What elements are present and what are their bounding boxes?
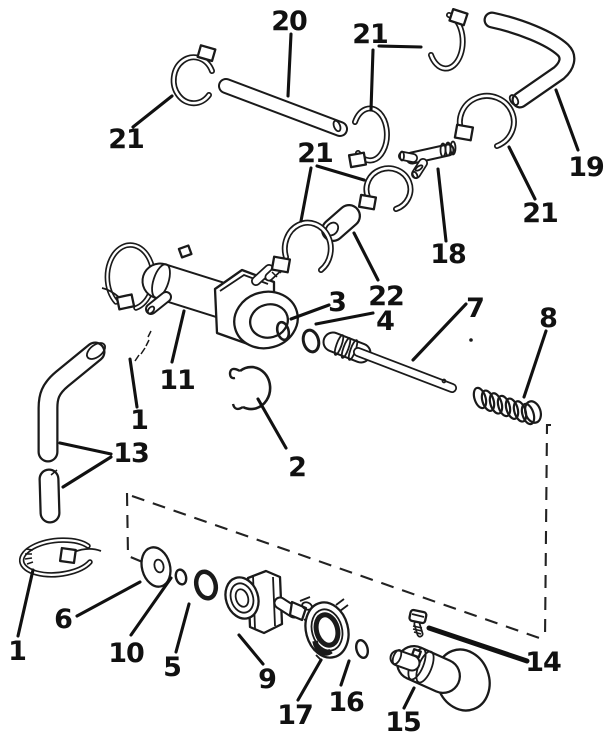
part-21-clamp-b [347, 105, 390, 169]
leader-line-part-14 [426, 625, 530, 664]
part-number-label-21: 21 [108, 124, 144, 155]
part-number-label-5: 5 [163, 652, 181, 683]
leader-line-part-13 [58, 441, 113, 456]
leader-line-part-15 [402, 686, 416, 710]
part-5-o-ring [193, 569, 219, 601]
part-17-seal-ring [304, 598, 350, 662]
leader-line-part-1 [128, 357, 139, 409]
part-number-label-9: 9 [258, 664, 276, 695]
part-number-label-1: 1 [130, 405, 148, 436]
part-13-hose-elbow [37, 341, 106, 463]
part-number-label-18: 18 [430, 239, 466, 270]
part-20-hose [218, 78, 348, 137]
part-number-label-6: 6 [54, 604, 72, 635]
part-number-label-7: 7 [466, 293, 484, 324]
part-19-hose [483, 11, 576, 109]
part-7-plunger [322, 331, 457, 393]
leader-line-part-16 [339, 659, 351, 687]
leader-line-part-5 [174, 602, 191, 654]
leader-line-part-19 [554, 88, 580, 152]
part-1-tie-strap-lower [18, 537, 102, 578]
part-number-label-17: 17 [277, 700, 313, 731]
part-3-o-ring [275, 320, 291, 342]
part-number-label-2: 2 [288, 452, 306, 483]
part-14-screw [408, 608, 428, 638]
part-number-label-21: 21 [522, 198, 558, 229]
part-1-tie-strap-upper [101, 242, 157, 362]
part-9-check-valve [224, 569, 314, 635]
leader-line-part-21 [369, 48, 375, 112]
part-number-label-22: 22 [368, 281, 404, 312]
part-21-clamp-a [170, 44, 217, 107]
leader-line-part-22 [352, 231, 380, 282]
part-21-clamp-f [453, 92, 517, 149]
leader-line-part-21 [299, 166, 313, 223]
leader-line-part-21 [315, 164, 366, 182]
leader-line-part-9 [237, 633, 265, 666]
part-number-label-1: 1 [8, 636, 26, 667]
part-number-label-10: 10 [108, 638, 144, 669]
part-8-spring [472, 386, 543, 426]
part-number-label-14: 14 [525, 647, 561, 678]
dashed-outline-segment-0 [543, 423, 551, 641]
ink-dot [469, 338, 473, 342]
part-6-washer [140, 546, 172, 588]
part-21-clamp-d [357, 165, 414, 212]
part-number-label-21: 21 [297, 138, 333, 169]
part-2-retainer-clip [228, 365, 272, 411]
part-13-hose-straight [38, 468, 61, 524]
leader-line-part-21 [131, 94, 174, 129]
part-number-label-16: 16 [328, 687, 364, 718]
part-number-label-11: 11 [159, 365, 195, 396]
leader-line-part-13 [61, 455, 113, 489]
leader-line-part-8 [522, 329, 548, 399]
part-number-label-20: 20 [271, 6, 307, 37]
dashed-outline-segment-1 [131, 495, 546, 641]
part-number-label-8: 8 [539, 303, 557, 334]
dashed-mounting-outline [125, 423, 551, 641]
leader-line-part-11 [170, 309, 186, 364]
leader-line-part-2 [256, 397, 288, 450]
leader-line-part-21 [507, 145, 537, 201]
part-10-o-ring [174, 568, 188, 586]
leader-line-part-17 [296, 658, 323, 702]
leader-line-part-7 [411, 302, 468, 362]
part-16-o-ring [354, 638, 370, 660]
part-21-clamp-c [428, 7, 469, 72]
part-number-label-4: 4 [376, 306, 394, 337]
part-number-label-15: 15 [385, 707, 421, 737]
part-number-label-19: 19 [568, 152, 604, 183]
part-11-primer-pump [141, 244, 299, 350]
leader-line-part-18 [436, 167, 448, 243]
leader-line-part-21 [377, 44, 423, 49]
leader-line-part-20 [286, 32, 293, 98]
part-21-clamp-e [270, 219, 334, 274]
part-15-primer-knob [389, 645, 491, 712]
leader-line-part-1 [16, 568, 35, 638]
leader-line-part-3 [289, 303, 331, 321]
part-number-label-13: 13 [113, 438, 149, 469]
part-number-label-21: 21 [352, 19, 388, 50]
parts-layer [18, 7, 576, 712]
leader-line-part-6 [75, 580, 142, 618]
leader-line-part-4 [314, 311, 375, 326]
part-4-o-ring [301, 328, 321, 354]
part-number-label-3: 3 [328, 287, 346, 318]
leader-line-part-10 [129, 576, 173, 637]
part-18-tee-fitting [398, 140, 457, 180]
